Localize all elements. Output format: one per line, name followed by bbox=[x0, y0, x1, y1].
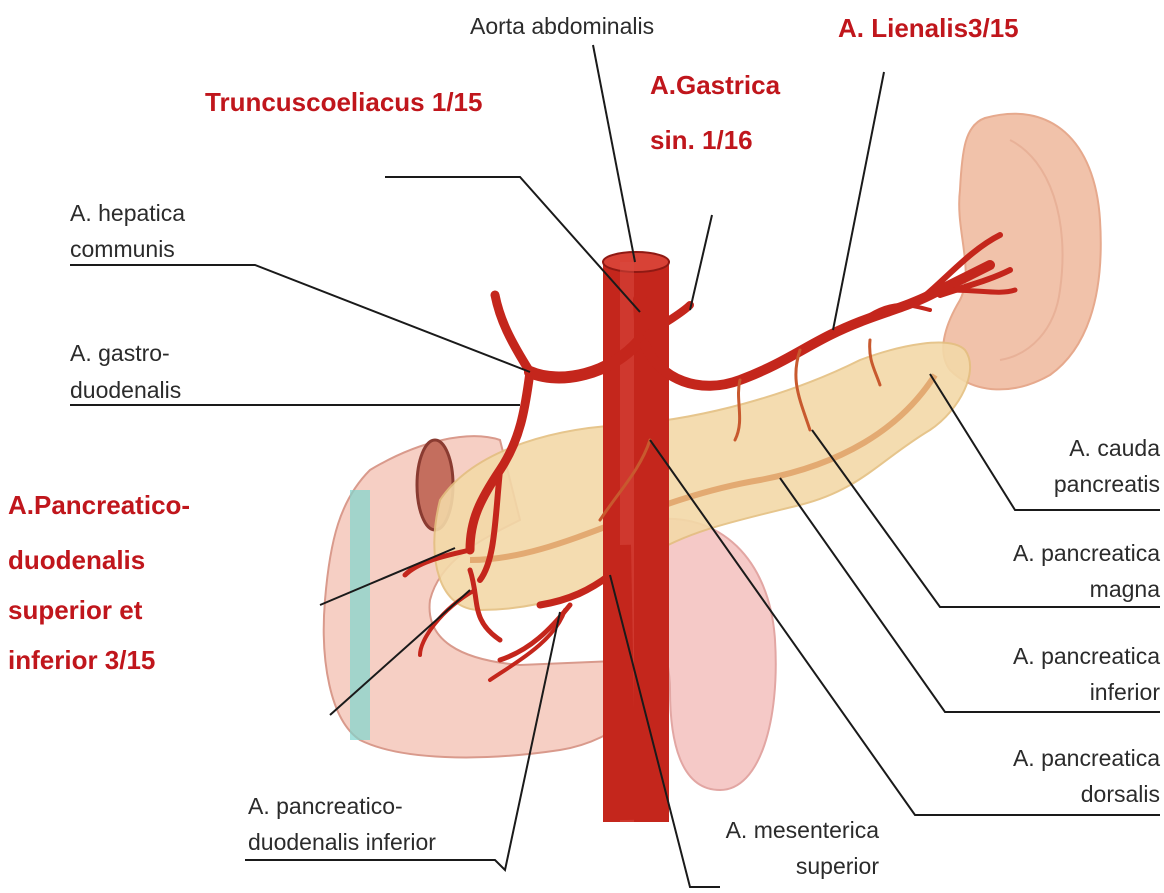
label-gastro-1: A. gastro- bbox=[70, 335, 170, 371]
annotation-pd-2: duodenalis bbox=[8, 540, 145, 580]
annotation-truncus: Truncuscoeliacus 1/15 bbox=[205, 82, 482, 122]
leader-lienalis bbox=[833, 72, 884, 330]
label-cauda-1: A. cauda bbox=[1069, 430, 1160, 466]
annotation-pd-1: A.Pancreatico- bbox=[8, 485, 190, 525]
label-magna-1: A. pancreatica bbox=[1013, 535, 1160, 571]
spleen bbox=[943, 114, 1101, 390]
leader-truncus bbox=[385, 177, 640, 312]
annotation-gastrica-1: A.Gastrica bbox=[650, 65, 780, 105]
label-inferior-2: inferior bbox=[1090, 674, 1160, 710]
label-hepatica-1: A. hepatica bbox=[70, 195, 185, 231]
label-hepatica-2: communis bbox=[70, 231, 175, 267]
annotation-gastrica-2: sin. 1/16 bbox=[650, 120, 753, 160]
label-inferior-1: A. pancreatica bbox=[1013, 638, 1160, 674]
annotation-pd-3: superior et bbox=[8, 590, 142, 630]
label-gastro-2: duodenalis bbox=[70, 372, 181, 408]
label-dorsalis-2: dorsalis bbox=[1081, 776, 1160, 812]
label-pdi-1: A. pancreatico- bbox=[248, 788, 403, 824]
label-dorsalis-1: A. pancreatica bbox=[1013, 740, 1160, 776]
label-magna-2: magna bbox=[1090, 571, 1160, 607]
label-mesenterica-2: superior bbox=[796, 848, 879, 884]
label-mesenterica-1: A. mesenterica bbox=[726, 812, 879, 848]
annotation-lienalis: A. Lienalis3/15 bbox=[838, 8, 1019, 48]
annotation-pd-4: inferior 3/15 bbox=[8, 640, 155, 680]
label-aorta: Aorta abdominalis bbox=[470, 8, 654, 44]
leader-gastrica bbox=[690, 215, 712, 310]
label-cauda-2: pancreatis bbox=[1054, 466, 1160, 502]
leader-aorta bbox=[593, 45, 635, 262]
sma bbox=[620, 545, 625, 820]
label-pdi-2: duodenalis inferior bbox=[248, 824, 436, 860]
